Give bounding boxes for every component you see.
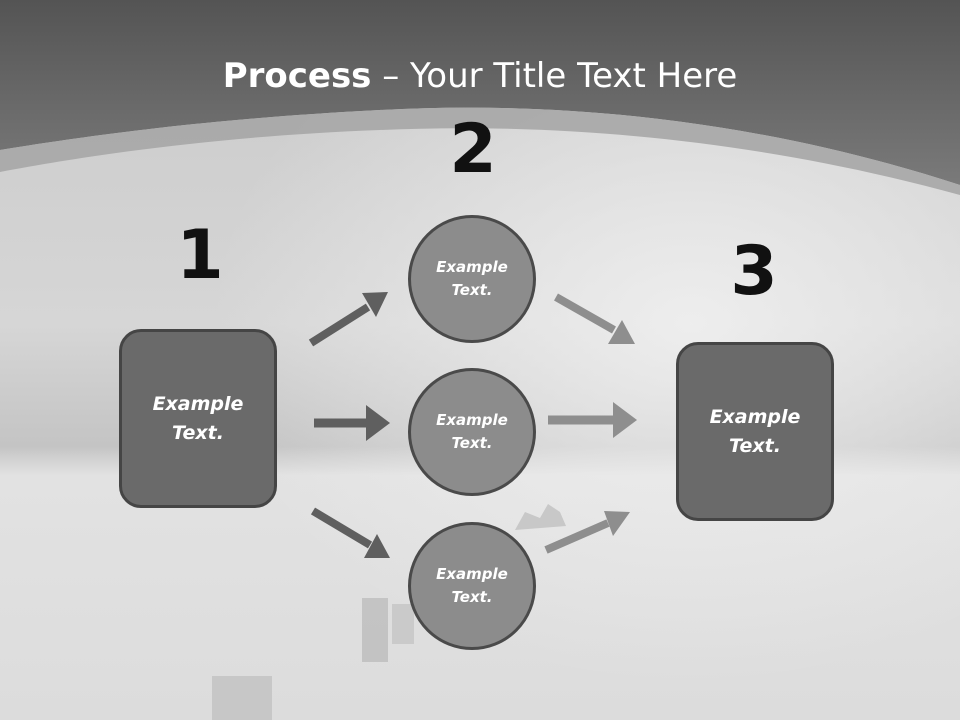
step-number-1: 1 (176, 216, 224, 295)
title-rest: – Your Title Text Here (371, 56, 738, 96)
step-number-3: 3 (730, 232, 778, 311)
step-2-circle-middle: Example Text. (408, 368, 536, 496)
arrow-bottom-to-3 (544, 511, 630, 554)
arrow-top-to-3 (554, 293, 635, 344)
step-2-circle-top: Example Text. (408, 215, 536, 343)
step-number-2: 2 (449, 110, 497, 189)
arrow-1-to-top (308, 292, 388, 347)
step-1-box: Example Text. (119, 329, 277, 508)
slide-title: Process – Your Title Text Here (0, 54, 960, 98)
arrow-middle-to-3 (548, 402, 637, 438)
step-3-box: Example Text. (676, 342, 834, 521)
arrow-1-to-bottom (310, 507, 390, 558)
step-2-circle-bottom: Example Text. (408, 522, 536, 650)
arrow-1-to-middle (314, 405, 390, 441)
title-bold: Process (222, 56, 372, 96)
